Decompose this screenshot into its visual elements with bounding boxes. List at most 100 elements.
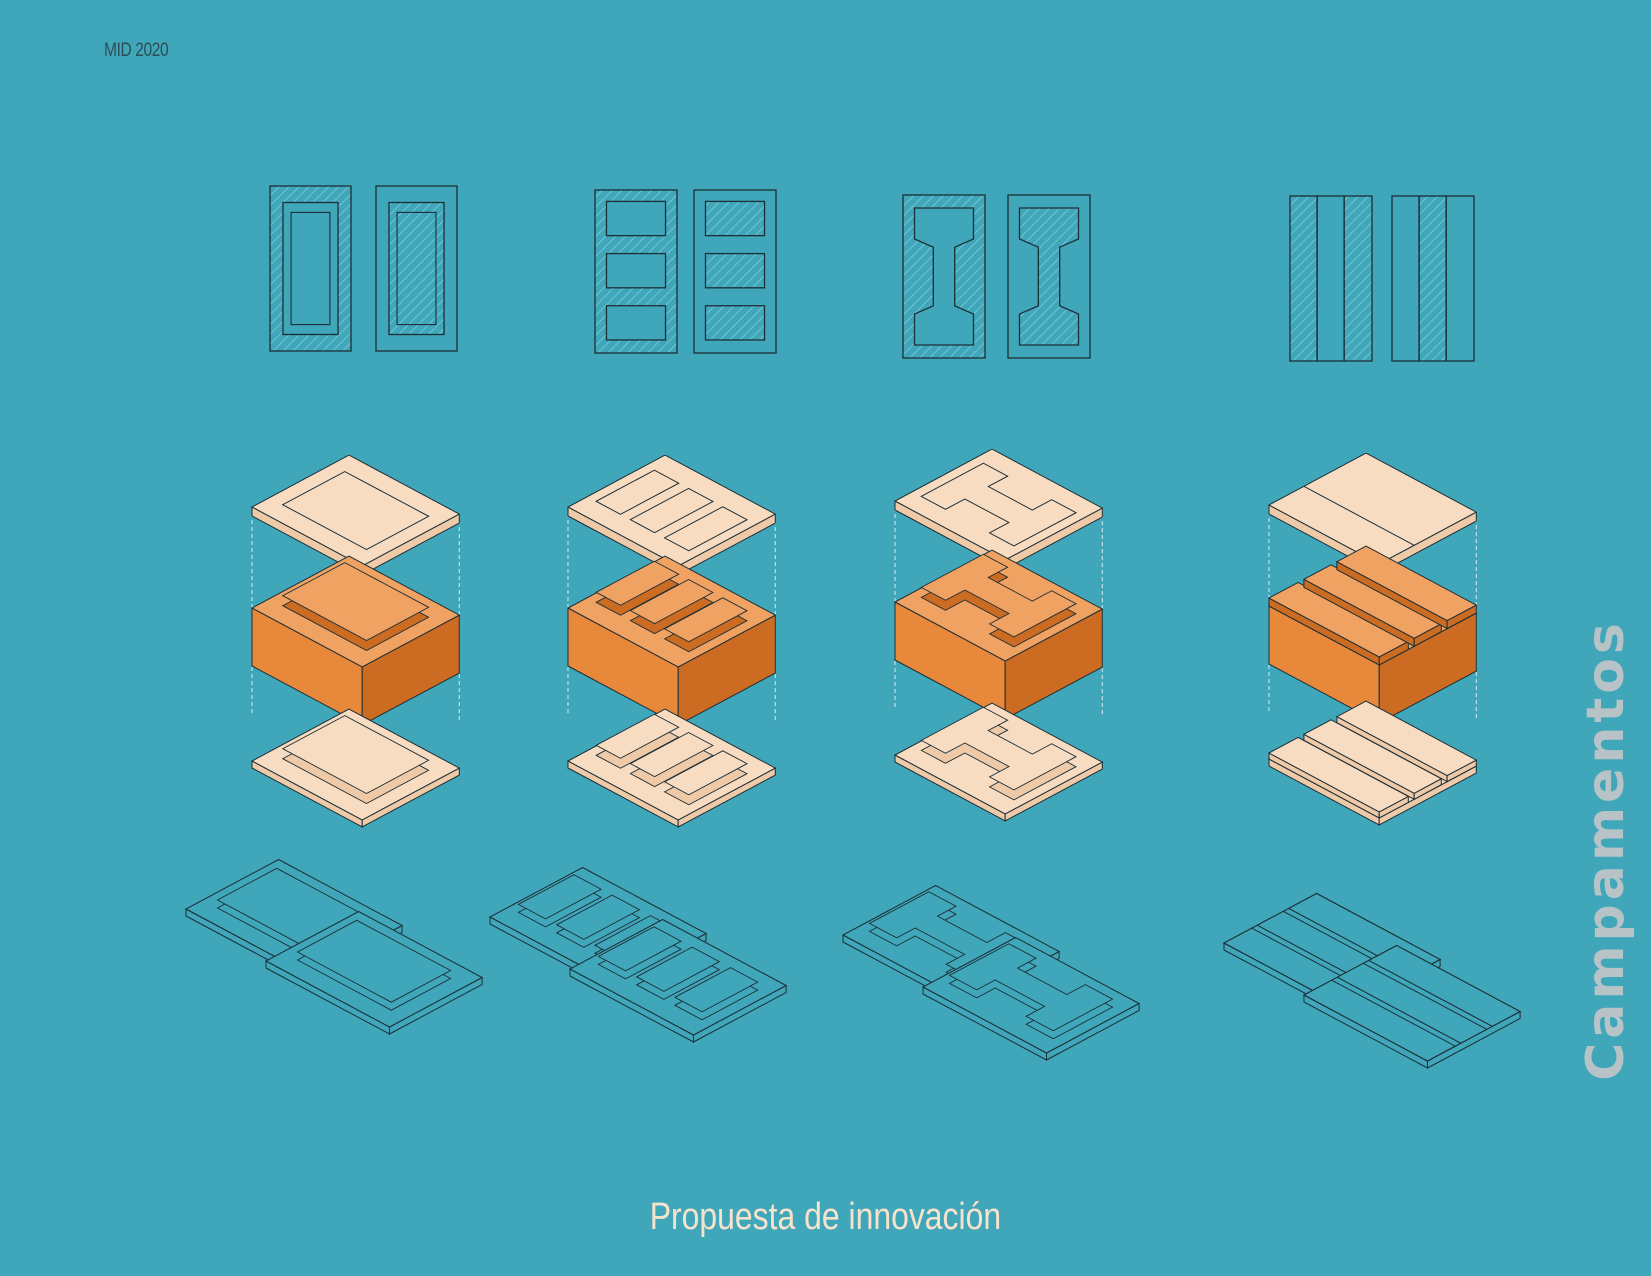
lid-recess-top	[663, 506, 748, 552]
flat-inset-top	[597, 926, 683, 972]
mold-boss	[595, 713, 680, 769]
plan-strip	[1343, 195, 1373, 362]
plan-strip	[1418, 195, 1447, 362]
flat-ridge-2-top	[1367, 944, 1522, 1027]
plan-view-three-cell	[594, 189, 777, 354]
mold-ridge-1	[1302, 719, 1443, 801]
plan-view-grooved	[1289, 195, 1475, 362]
flat-inset	[673, 967, 759, 1021]
brick-frog-top	[281, 562, 430, 642]
flat-inset	[948, 943, 1114, 1040]
plan-strip	[1316, 195, 1345, 362]
mold-boss	[629, 731, 714, 788]
plan-cavity	[913, 207, 975, 346]
flat-mold	[264, 910, 484, 1035]
brick-frog	[629, 578, 714, 635]
rectangular-frame-icon	[375, 185, 458, 352]
brick-frog-top	[663, 597, 748, 643]
flat-ridge-1-top	[1336, 962, 1488, 1044]
plan-cavity	[605, 305, 667, 341]
mold-boss	[281, 715, 430, 805]
flat-inset-top	[673, 967, 759, 1013]
exploded-i-beam	[893, 448, 1104, 822]
flat-inset-top	[948, 943, 1114, 1032]
plan-cavity	[1018, 207, 1080, 346]
lid-recess-top	[629, 487, 714, 534]
plan-cavity	[605, 252, 667, 289]
plan-views-row	[269, 185, 1475, 362]
plan-outline	[693, 189, 777, 354]
i-beam-icon	[1007, 194, 1091, 359]
plan-strip	[1391, 195, 1420, 362]
caption: Propuesta de innovación	[649, 1196, 1002, 1238]
mold-boss-top	[920, 706, 1077, 791]
flat-inset	[517, 874, 603, 928]
plan-strip	[1445, 195, 1475, 362]
three-cell-icon	[594, 189, 678, 354]
lid-recess	[663, 506, 748, 552]
lid-recess-top	[920, 462, 1077, 547]
lid-recess	[595, 469, 680, 515]
plan-view-rect-frame	[269, 185, 458, 352]
exploded-three-cell	[566, 454, 777, 828]
flat-molds-rect-frame	[184, 858, 484, 1035]
lid-line	[1303, 485, 1415, 546]
flat-molds-grooved	[1222, 892, 1522, 1069]
mold-boss-top	[629, 731, 714, 778]
plan-inner-line	[396, 211, 437, 326]
exploded-grooved	[1267, 452, 1478, 826]
mold-boss	[920, 706, 1077, 801]
brick-frog-top	[629, 578, 714, 625]
flat-inset	[555, 894, 641, 948]
side-title: Campamentos	[1576, 619, 1636, 1081]
plan-cavity	[388, 201, 445, 336]
plan-outline	[375, 185, 458, 352]
brick-ridge-2-top	[1335, 545, 1478, 622]
brick-frog	[281, 562, 430, 652]
plan-outline	[1007, 194, 1091, 359]
flat-mold	[568, 918, 788, 1043]
plan-cavity	[704, 305, 766, 341]
plan-strip	[1289, 195, 1318, 362]
flat-ridge-0	[1302, 979, 1457, 1062]
flat-inset-top	[635, 946, 721, 992]
lid-recess	[281, 471, 430, 551]
flat-inset-top	[296, 919, 452, 1003]
plan-inner-line	[290, 211, 331, 326]
lid-recess	[629, 487, 714, 534]
three-cell-icon	[693, 189, 777, 354]
mold-boss	[663, 750, 748, 806]
brick-frog	[663, 597, 748, 653]
brick-ridge-2	[1335, 545, 1478, 630]
mold-ridge-2-top	[1335, 700, 1478, 777]
flat-inset	[635, 946, 721, 1000]
flat-mold	[1302, 944, 1522, 1069]
flat-ridge-1	[1336, 962, 1488, 1044]
flat-mold	[921, 936, 1141, 1061]
flat-molds-row	[184, 858, 1522, 1069]
exploded-rect-frame	[250, 454, 461, 828]
project-tag: MID 2020	[104, 40, 169, 61]
mold-boss-top	[281, 715, 430, 795]
mold-ridge-2	[1335, 700, 1478, 783]
plan-cavity	[605, 200, 667, 237]
flat-inset-top	[517, 874, 603, 920]
flat-molds-three-cell	[488, 866, 788, 1043]
mold-boss-top	[595, 713, 680, 759]
brick-frog-top	[920, 553, 1077, 638]
flat-inset-top	[555, 894, 641, 940]
plan-cavity	[704, 252, 766, 289]
plan-view-i-beam	[902, 194, 1091, 359]
top-mold-top	[1267, 452, 1478, 565]
flat-ridge-0-top	[1302, 979, 1457, 1062]
brick-frog	[920, 553, 1077, 648]
flat-inset	[597, 926, 683, 980]
flat-inset	[296, 919, 452, 1011]
rectangular-frame-icon	[269, 185, 352, 352]
grooved-icon	[1289, 195, 1373, 362]
lid-recess-top	[281, 471, 430, 551]
i-beam-icon	[902, 194, 986, 359]
grooved-icon	[1391, 195, 1475, 362]
flat-molds-i-beam	[841, 884, 1141, 1061]
